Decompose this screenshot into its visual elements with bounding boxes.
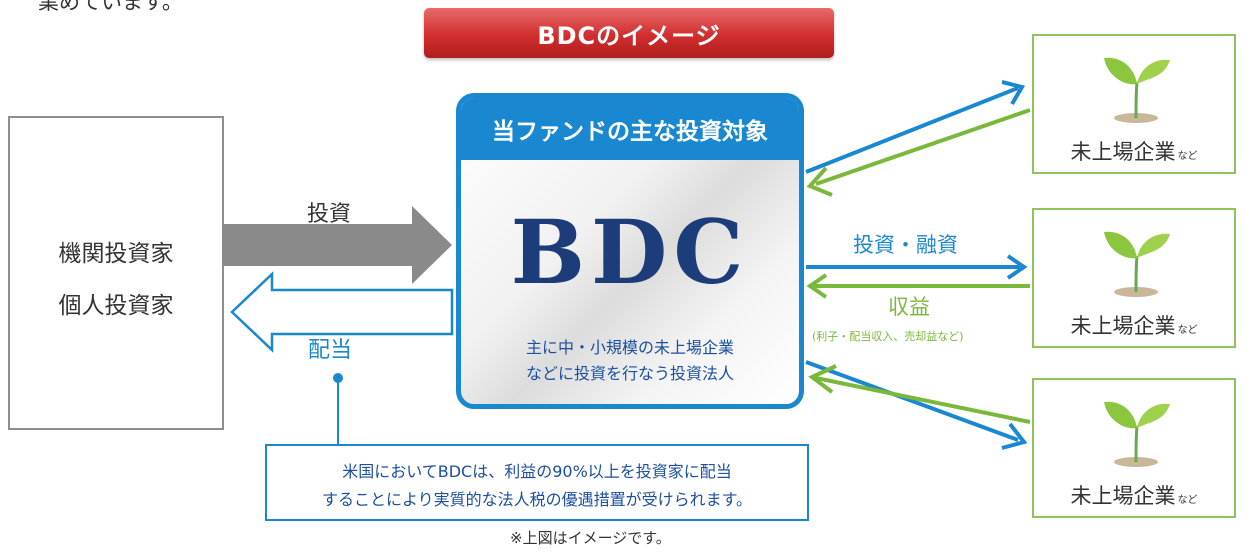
invest-arrow-company-3: [805, 360, 1019, 442]
bdc-description-line2: などに投資を行なう投資法人: [525, 364, 734, 383]
dividend-connector-dot: [333, 373, 343, 383]
sprout-icon: [1104, 231, 1170, 297]
bdc-description-line1: 主に中・小規模の未上場企業: [525, 338, 734, 357]
bdc-header-text: 当ファンドの主な投資対象: [492, 119, 768, 145]
revenue-arrow-company-3: [815, 376, 1031, 424]
intro-text-partial: 業めています。: [38, 0, 183, 14]
investor-institutional-label: 機関投資家: [58, 241, 174, 267]
dividend-arrow: [230, 271, 454, 353]
revenue-note-label: (利子・配当収入、売却益など): [812, 330, 964, 343]
footer-note: ※上図はイメージです。: [510, 529, 671, 547]
invest-arrow-company-1: [805, 86, 1019, 174]
note-box: 米国においてBDCは、利益の90%以上を投資家に配当 することにより実質的な法人…: [265, 444, 809, 521]
company-label-1: 未上場企業: [1070, 140, 1176, 164]
company-suffix-2: など: [1177, 325, 1198, 336]
company-label-2: 未上場企業: [1070, 314, 1176, 338]
company-suffix-1: など: [1177, 151, 1198, 162]
dividend-label: 配当: [308, 338, 353, 363]
revenue-label: 収益: [888, 295, 930, 319]
company-box-2: 未上場企業など: [1032, 208, 1236, 348]
investor-box: 機関投資家 個人投資家: [8, 116, 224, 430]
note-line1: 米国においてBDCは、利益の90%以上を投資家に配当: [342, 462, 732, 481]
bdc-box: 当ファンドの主な投資対象 BDC 主に中・小規模の未上場企業 などに投資を行なう…: [456, 93, 804, 409]
company-box-3: 未上場企業など: [1032, 378, 1236, 518]
sprout-icon: [1104, 57, 1170, 123]
company-label-3: 未上場企業: [1070, 484, 1176, 508]
company-suffix-3: など: [1177, 495, 1198, 506]
note-line2: することにより実質的な法人税の優遇措置が受けられます。: [321, 490, 753, 509]
bdc-header: 当ファンドの主な投資対象: [461, 98, 799, 160]
invest-arrow: [222, 206, 452, 284]
invest-loan-label: 投資・融資: [853, 233, 958, 257]
title-text: BDCのイメージ: [537, 21, 721, 50]
sprout-icon: [1104, 401, 1170, 467]
revenue-arrow-company-1: [815, 108, 1031, 186]
title-banner: BDCのイメージ: [424, 8, 834, 58]
invest-label: 投資: [307, 202, 352, 227]
bdc-logo: BDC: [510, 200, 750, 304]
investor-individual-label: 個人投資家: [58, 293, 174, 319]
company-box-1: 未上場企業など: [1032, 34, 1236, 174]
